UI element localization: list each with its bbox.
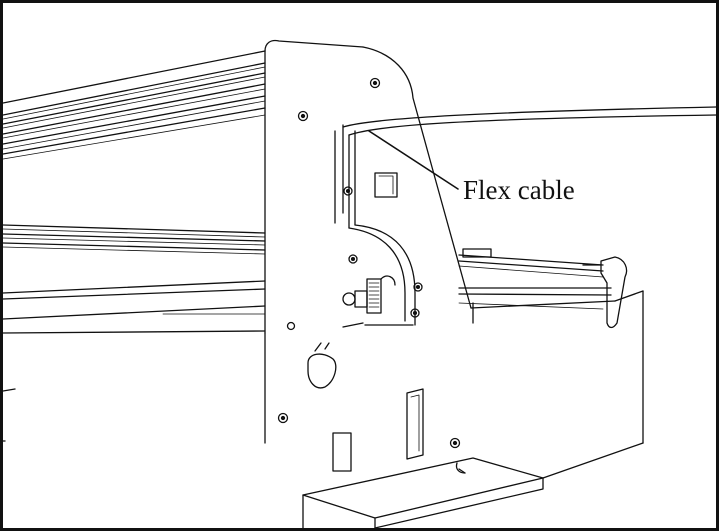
lower-rail [3,224,266,334]
gear-assembly [342,275,396,328]
flex-cable [342,106,716,326]
plate-window [374,172,398,198]
screws [277,77,461,449]
printer-carriage-drawing [3,39,716,528]
paper-tray [458,248,628,329]
side-plate [264,39,472,444]
upper-rail [3,50,266,160]
callout-leader-line [368,130,459,190]
spring-clip [307,342,337,389]
lower-cabinet [3,290,644,479]
flex-cable-label: Flex cable [463,175,575,205]
bottom-tray [302,457,544,528]
